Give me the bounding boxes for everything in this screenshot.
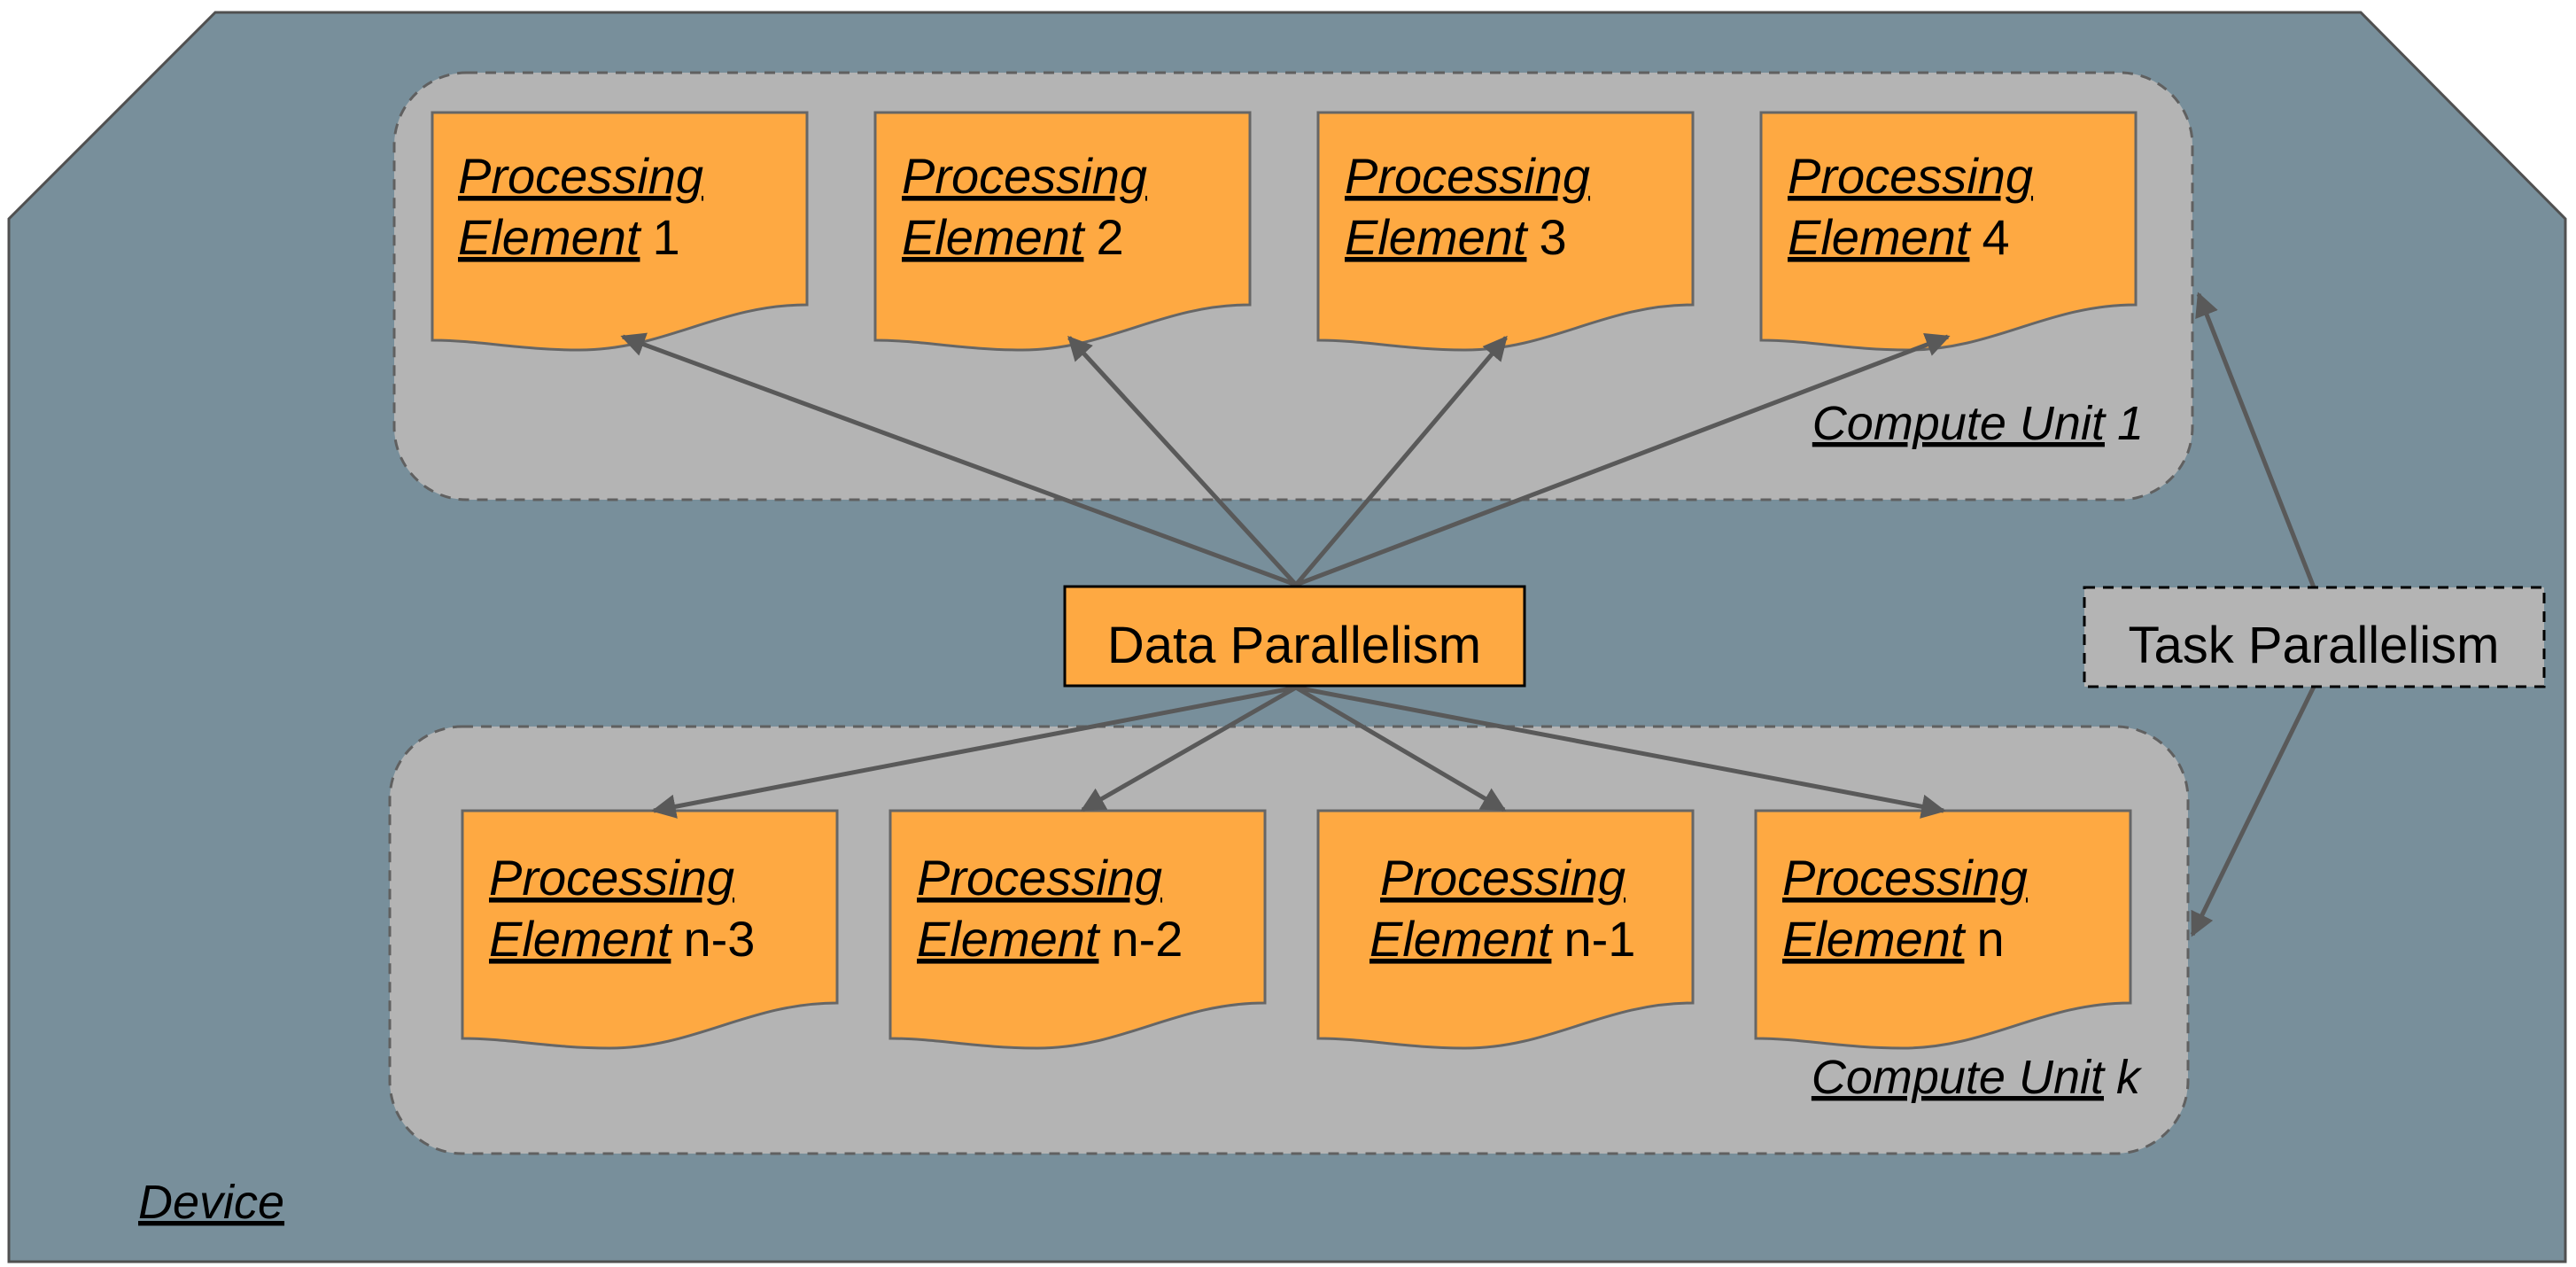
task-parallelism-box: Task Parallelism [2083,586,2546,688]
pe-word-processing: Processing [1345,148,1590,204]
pe-index: n [1976,911,2004,967]
pe-index: 3 [1539,209,1566,265]
pe-word-element: Element [917,911,1101,967]
pe-word-processing: Processing [902,148,1147,204]
pe-word-processing: Processing [489,850,734,906]
pe-index: 4 [1982,209,2009,265]
compute-unit-k [388,725,2190,1155]
pe-word-element: Element [902,209,1086,265]
task-parallelism-arrows [2190,291,2316,937]
task-parallelism-label: Task Parallelism [2129,617,2500,674]
data-parallelism-label: Data Parallelism [1107,617,1481,674]
data-parallelism-arrows [620,332,1951,819]
svg-text:Processing: Processing [489,850,734,906]
pe-index: n-3 [683,911,755,967]
svg-text:Processing: Processing [1782,850,2028,906]
pe-word-processing: Processing [458,148,703,204]
pe-index: 2 [1096,209,1123,265]
device-label: Device [138,1176,284,1229]
pe-word-element: Element [1345,209,1529,265]
pe-word-element: Element [1782,911,1967,967]
svg-text:Processing: Processing [902,148,1147,204]
pe-word-element: Element [1788,209,1972,265]
arrow-to-pe-4 [1295,332,1951,587]
arrow-to-pe-1 [620,332,1297,587]
svg-text:Processing: Processing [1788,148,2033,204]
pe-word-element: Element [489,911,673,967]
pe-index: n-1 [1563,911,1635,967]
svg-text:Processing: Processing [1345,148,1590,204]
arrow-to-compute-unit-1 [2195,291,2316,588]
pe-word-processing: Processing [1380,850,1626,906]
pe-word-processing: Processing [917,850,1162,906]
arrow-to-pe-2 [1067,335,1298,587]
arrow-to-pe-n [1295,685,1946,819]
pe-word-element: Element [458,209,642,265]
pe-word-processing: Processing [1782,850,2028,906]
svg-text:Processing: Processing [917,850,1162,906]
pe-word-processing: Processing [1788,148,2033,204]
data-parallelism-box: Data Parallelism [1063,585,1526,688]
arrow-to-pe-n-3 [651,685,1297,819]
pe-index: n-2 [1111,911,1183,967]
arrow-to-pe-n-1 [1294,685,1507,812]
compute-unit-1 [392,71,2194,501]
arrow-to-compute-unit-k [2190,685,2316,937]
arrow-to-pe-3 [1294,335,1508,587]
arrow-to-pe-n-2 [1080,685,1298,812]
pe-index: 1 [652,209,679,265]
svg-text:Processing: Processing [458,148,703,204]
pe-word-element: Element [1369,911,1554,967]
svg-text:Processing: Processing [1380,850,1626,906]
